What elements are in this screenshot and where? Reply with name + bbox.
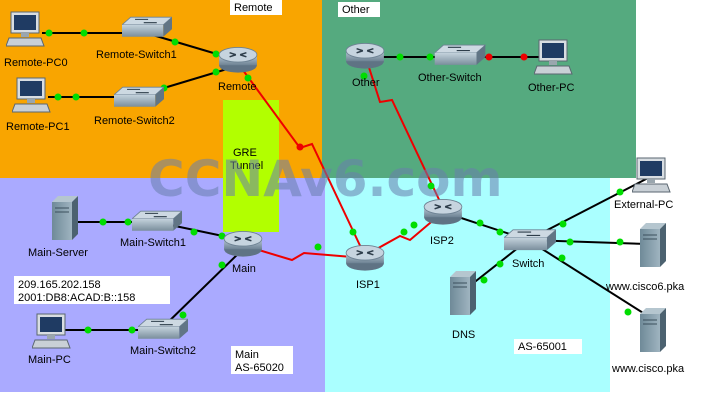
main-router-icon[interactable]	[223, 230, 263, 258]
remote-switch1-label: Remote-Switch1	[96, 49, 177, 61]
remote-pc1-icon[interactable]	[12, 77, 51, 113]
main-switch1-label: Main-Switch1	[120, 237, 186, 249]
other-pc-icon[interactable]	[534, 39, 573, 75]
other-router-label: Other	[352, 77, 380, 89]
isp2-router-icon[interactable]	[423, 198, 463, 226]
other-zone	[322, 0, 636, 178]
dns-label: DNS	[452, 329, 475, 341]
other-switch-label: Other-Switch	[418, 72, 482, 84]
main-zone-label-1: Main	[235, 349, 259, 361]
remote-pc1-label: Remote-PC1	[6, 121, 70, 133]
isp1-label: ISP1	[356, 279, 380, 291]
address-line-1: 209.165.202.158	[18, 279, 101, 291]
remote-zone-label: Remote	[234, 2, 273, 14]
other-switch-icon[interactable]	[434, 44, 486, 66]
main-switch1-icon[interactable]	[132, 210, 182, 232]
external-pc-icon[interactable]	[632, 157, 671, 193]
gre-tunnel-label-1: GRE	[233, 147, 257, 159]
isp1-router-icon[interactable]	[345, 244, 385, 272]
remote-switch2-label: Remote-Switch2	[94, 115, 175, 127]
other-zone-label: Other	[342, 4, 370, 16]
isp2-label: ISP2	[430, 235, 454, 247]
www-cisco-server-icon[interactable]	[640, 307, 666, 353]
www-cisco6-label: www.cisco6.pka	[605, 281, 685, 293]
dns-server-icon[interactable]	[450, 270, 476, 316]
main-server-label: Main-Server	[28, 247, 88, 259]
main-zone-label-2: AS-65020	[235, 362, 284, 374]
remote-router-icon[interactable]	[218, 46, 258, 74]
remote-pc0-label: Remote-PC0	[4, 57, 68, 69]
remote-pc0-icon[interactable]	[6, 11, 45, 47]
gre-tunnel-label-2: Tunnel	[230, 160, 263, 172]
remote-switch2-icon[interactable]	[114, 86, 164, 108]
other-router-icon[interactable]	[345, 42, 385, 70]
remote-switch1-icon[interactable]	[122, 16, 172, 38]
gre-tunnel-box	[223, 100, 279, 232]
other-pc-label: Other-PC	[528, 82, 575, 94]
link-ports	[45, 29, 632, 334]
remote-router-label: Remote	[218, 81, 257, 93]
main-pc-icon[interactable]	[32, 313, 71, 349]
switch-icon[interactable]	[504, 229, 556, 251]
www-cisco6-server-icon[interactable]	[640, 222, 666, 268]
www-cisco-label: www.cisco.pka	[611, 363, 685, 375]
main-switch2-icon[interactable]	[138, 318, 188, 340]
main-router-label: Main	[232, 263, 256, 275]
external-pc-label: External-PC	[614, 199, 673, 211]
watermark: CCNAv6.com	[148, 150, 503, 208]
main-pc-label: Main-PC	[28, 354, 71, 366]
main-server-icon[interactable]	[52, 196, 78, 240]
main-switch2-label: Main-Switch2	[130, 345, 196, 357]
address-box	[14, 276, 170, 304]
switch-label: Switch	[512, 258, 544, 270]
serial-links	[236, 57, 444, 262]
isp-zone-label: AS-65001	[518, 341, 567, 353]
address-line-2: 2001:DB8:ACAD:B::158	[18, 292, 135, 304]
